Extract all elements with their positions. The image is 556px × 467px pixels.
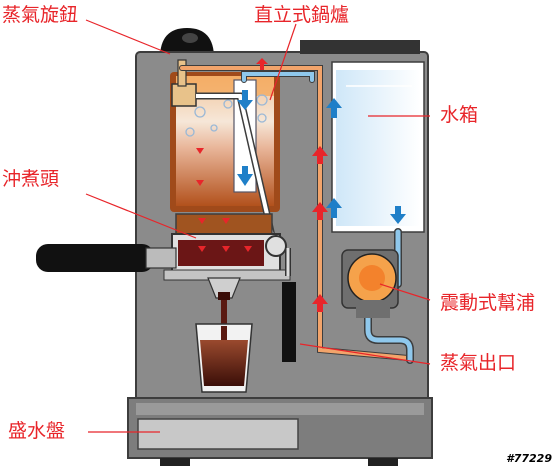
- label-steam-knob: 蒸氣旋鈕: [2, 4, 79, 26]
- label-leader-lines: [85, 19, 431, 433]
- steam-wand: [282, 248, 296, 362]
- label-water-tank: 水箱: [440, 104, 479, 126]
- steam-valve: [171, 59, 197, 107]
- coffee-cup: [195, 323, 253, 393]
- foot-right: [368, 458, 398, 466]
- label-pump: 震動式幫浦: [440, 292, 536, 314]
- portafilter-handle: [36, 244, 177, 272]
- hot-flow-arrows: [196, 58, 328, 312]
- water-tank: [331, 61, 425, 233]
- boiler-to-group-pipe: [196, 92, 276, 237]
- label-brew-head: 沖煮頭: [2, 168, 60, 190]
- foot-left: [160, 458, 190, 466]
- label-drip-tray: 盛水盤: [8, 420, 66, 442]
- portafilter-spout: [207, 277, 241, 328]
- cold-flow-arrows: [237, 90, 406, 224]
- drip-tray: [137, 418, 299, 450]
- vibratory-pump: [341, 249, 399, 318]
- label-steam-outlet: 蒸氣出口: [440, 352, 517, 374]
- label-boiler: 直立式鍋爐: [254, 4, 350, 26]
- watermark: #77229: [506, 452, 552, 465]
